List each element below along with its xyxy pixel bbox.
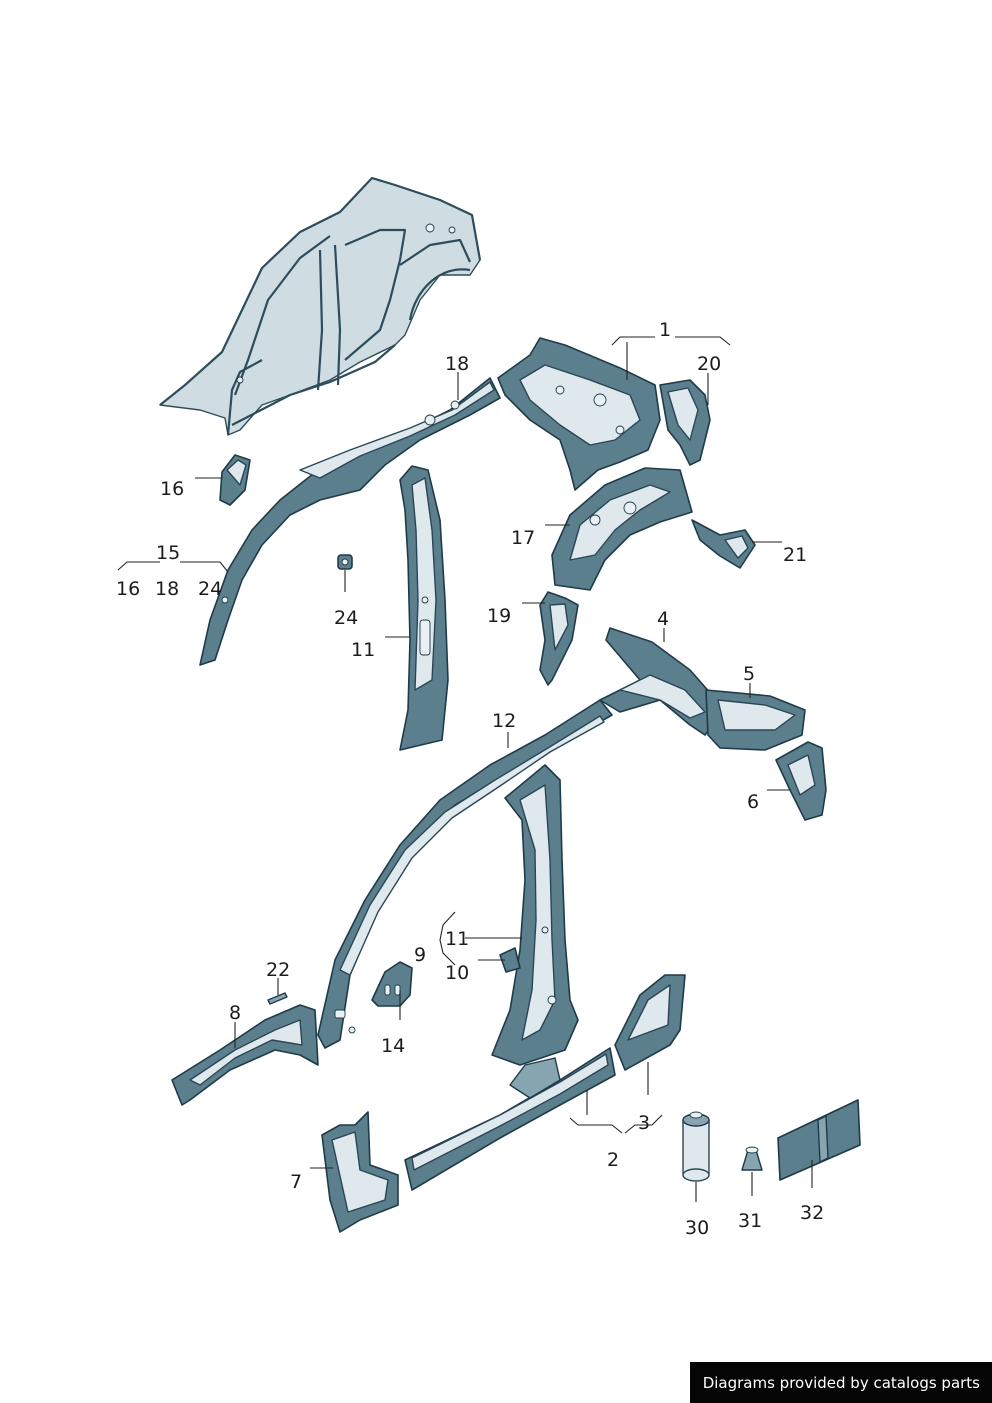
leader-lines	[117, 336, 813, 1202]
part-24-clip[interactable]	[337, 554, 353, 570]
callout-31[interactable]: 31	[738, 1210, 762, 1232]
callout-3[interactable]: 3	[638, 1112, 650, 1134]
callout-5[interactable]: 5	[743, 663, 755, 685]
part-32-pad[interactable]	[777, 1099, 861, 1181]
side-body-frame[interactable]	[159, 176, 482, 436]
part-20-panel[interactable]	[659, 379, 711, 466]
callout-14[interactable]: 14	[381, 1035, 405, 1057]
part-12-roof-rail-inner[interactable]	[317, 699, 613, 1049]
part-30-cylinder[interactable]	[682, 1111, 710, 1182]
part-11-b-pillar-inner[interactable]	[399, 465, 449, 751]
callout-30[interactable]: 30	[685, 1217, 709, 1239]
callout-labels: 1 20 18 16 17 21 15 16 18 24 24 19 4 11 …	[116, 319, 824, 1239]
callout-2[interactable]: 2	[607, 1149, 619, 1171]
part-11-b-pillar[interactable]	[491, 764, 579, 1066]
callout-19[interactable]: 19	[487, 605, 511, 627]
part-1-quarter-panel-inner[interactable]	[497, 337, 661, 491]
callout-12[interactable]: 12	[492, 710, 516, 732]
part-14-block[interactable]	[371, 961, 413, 1007]
callout-24-ref[interactable]: 24	[198, 578, 222, 600]
callout-21[interactable]: 21	[783, 544, 807, 566]
callout-8[interactable]: 8	[229, 1002, 241, 1024]
part-31-plug[interactable]	[741, 1146, 763, 1171]
callout-4[interactable]: 4	[657, 608, 669, 630]
callout-24[interactable]: 24	[334, 607, 358, 629]
part-8-front-bracket[interactable]	[171, 1004, 319, 1106]
callout-15[interactable]: 15	[156, 542, 180, 564]
part-22-strip[interactable]	[267, 992, 288, 1005]
part-10-clip[interactable]	[499, 947, 521, 973]
part-5-rear-bracket[interactable]	[705, 689, 806, 751]
callout-6[interactable]: 6	[747, 791, 759, 813]
callout-20[interactable]: 20	[697, 353, 721, 375]
callout-17[interactable]: 17	[511, 527, 535, 549]
part-16-bracket[interactable]	[219, 454, 251, 506]
part-17-wheel-housing[interactable]	[551, 467, 693, 591]
part-19-bracket[interactable]	[539, 591, 579, 686]
callout-1[interactable]: 1	[659, 319, 671, 341]
callout-32[interactable]: 32	[800, 1202, 824, 1224]
part-18-roof-rail[interactable]	[199, 377, 501, 666]
callout-16-ref[interactable]: 16	[116, 578, 140, 600]
part-2-sill[interactable]	[404, 1047, 616, 1191]
part-3-panel[interactable]	[614, 974, 686, 1071]
callout-22[interactable]: 22	[266, 959, 290, 981]
callout-11-bottom[interactable]: 11	[445, 928, 469, 950]
callout-16[interactable]: 16	[160, 478, 184, 500]
callout-18[interactable]: 18	[445, 353, 469, 375]
part-21-bracket[interactable]	[691, 519, 756, 569]
callout-10[interactable]: 10	[445, 962, 469, 984]
callout-7[interactable]: 7	[290, 1171, 302, 1193]
part-7-bracket[interactable]	[321, 1111, 399, 1233]
callout-11-top[interactable]: 11	[351, 639, 375, 661]
part-6-rear-bracket[interactable]	[775, 741, 827, 821]
callout-9[interactable]: 9	[414, 944, 426, 966]
footer-credit: Diagrams provided by catalogs parts	[689, 1362, 992, 1403]
callout-18-ref[interactable]: 18	[155, 578, 179, 600]
part-4-rear-rail[interactable]	[599, 627, 717, 736]
